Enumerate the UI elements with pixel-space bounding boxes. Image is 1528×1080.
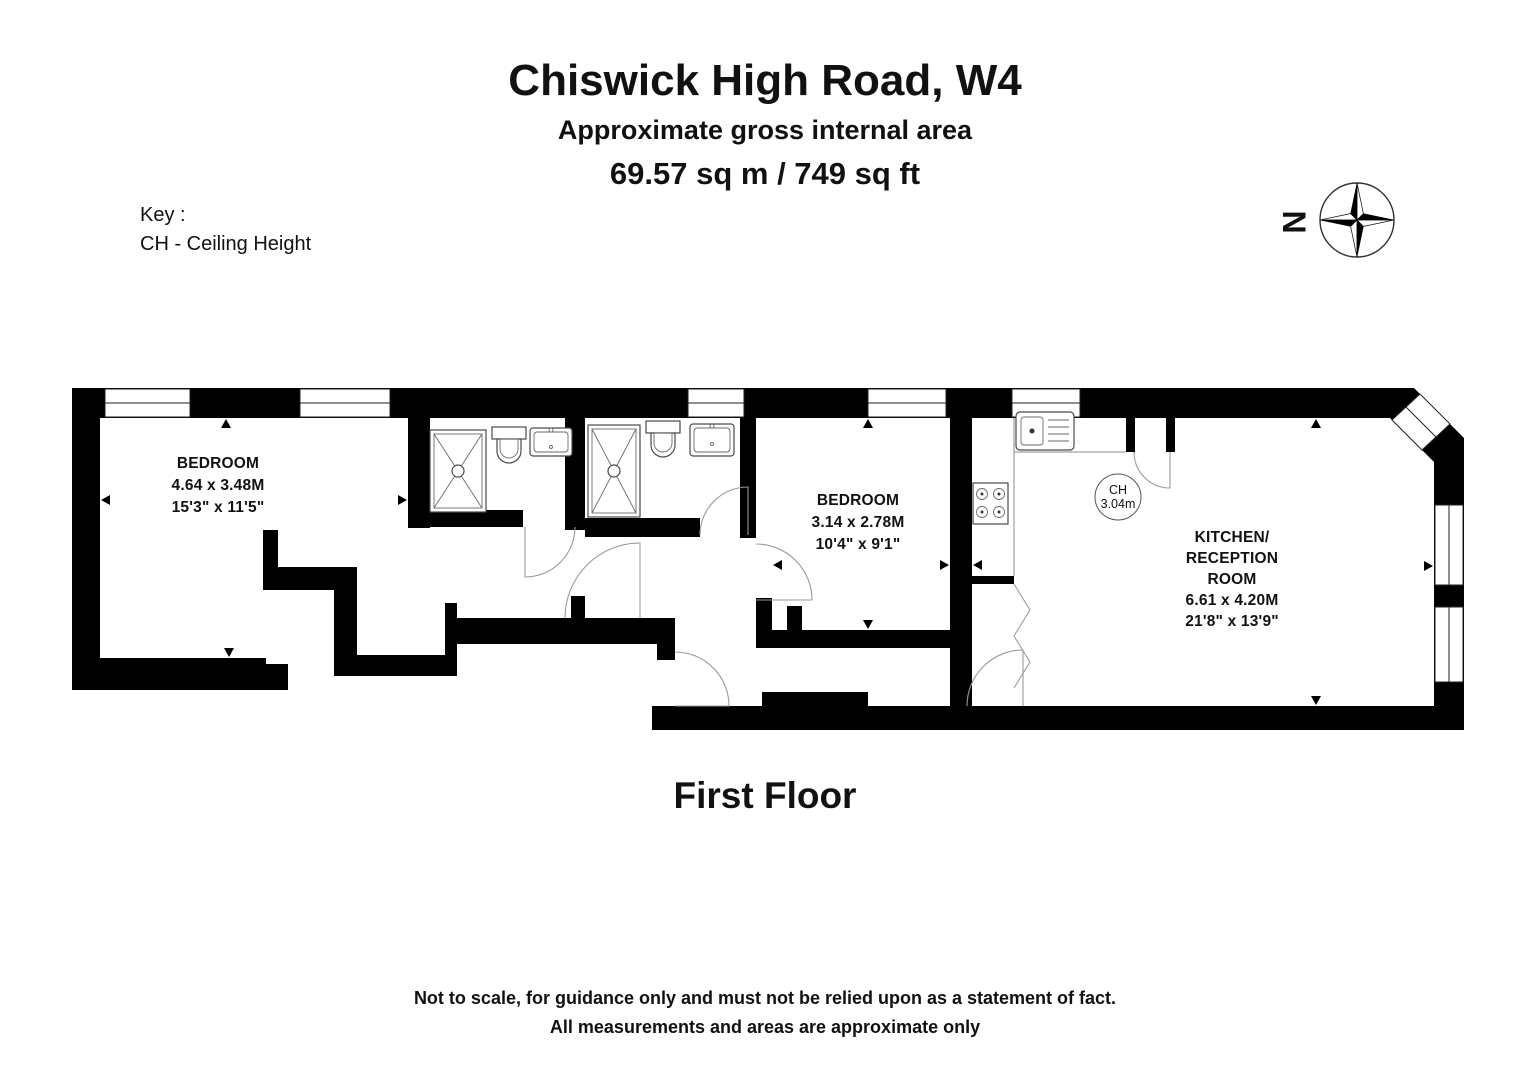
wall-segment	[772, 630, 965, 648]
arrow-left-icon	[101, 495, 110, 505]
window	[1391, 393, 1451, 451]
bedroom-1-label: BEDROOM 4.64 x 3.48M 15'3" x 11'5"	[172, 455, 265, 516]
wall-segment	[72, 388, 100, 690]
arrow-down-icon	[863, 620, 873, 629]
wall-segment	[408, 510, 523, 527]
door-arc	[674, 651, 730, 707]
wall-segment	[585, 518, 700, 537]
toilet	[645, 420, 681, 458]
shower-drain	[607, 464, 621, 478]
compass-north-label: N	[1276, 210, 1312, 233]
toilet	[491, 426, 527, 464]
key-label: Key :	[140, 204, 186, 226]
wall-segment	[657, 640, 675, 660]
door-arc	[524, 526, 576, 578]
door-arc	[755, 543, 813, 601]
ceiling-height-badge: CH 3.04m	[1094, 473, 1142, 521]
arrow-down-icon	[1311, 696, 1321, 705]
wall-segment	[263, 567, 357, 590]
arrow-up-icon	[863, 419, 873, 428]
header: Chiswick High Road, W4 Approximate gross…	[508, 56, 1022, 191]
bifold-door	[1013, 583, 1031, 689]
sink	[689, 423, 735, 457]
ch-circle	[1094, 473, 1142, 521]
wall-segment	[652, 706, 1464, 730]
measure-arrows	[101, 419, 1433, 705]
sink	[529, 427, 573, 457]
window	[867, 388, 947, 418]
page-subtitle: Approximate gross internal area	[558, 115, 973, 145]
wall-segment	[453, 618, 675, 644]
hob	[972, 482, 1009, 525]
floor-label: First Floor	[674, 775, 857, 816]
ch-abbr: CH	[1109, 483, 1127, 497]
wall-segment	[408, 418, 430, 528]
kitchen-sink	[1015, 411, 1075, 451]
arrow-left-icon	[773, 560, 782, 570]
arrow-up-icon	[221, 419, 231, 428]
room-name: BEDROOM	[817, 492, 899, 509]
disclaimer-line-2: All measurements and areas are approxima…	[550, 1017, 980, 1037]
page-title: Chiswick High Road, W4	[508, 56, 1022, 105]
arrow-down-icon	[224, 648, 234, 657]
door-arc	[699, 486, 749, 536]
arrow-right-icon	[940, 560, 949, 570]
wall-segment	[756, 598, 772, 648]
arrow-left-icon	[973, 560, 982, 570]
shower-room-1-fixtures	[429, 426, 573, 513]
wall-segment	[266, 664, 288, 690]
disclaimer-line-1: Not to scale, for guidance only and must…	[414, 988, 1116, 1008]
key-ceiling-height: CH - Ceiling Height	[140, 233, 312, 255]
room-name: KITCHEN/	[1195, 529, 1270, 546]
kitchen-fixtures	[972, 411, 1126, 576]
compass-icon: N	[1276, 182, 1395, 258]
ch-value: 3.04m	[1101, 497, 1136, 511]
room-name: BEDROOM	[177, 455, 259, 472]
wall-segment	[972, 576, 1014, 584]
room-dim-imperial: 10'4" x 9'1"	[816, 536, 901, 553]
wall-segment	[72, 658, 266, 690]
arrow-up-icon	[1311, 419, 1321, 428]
wall-segment	[445, 603, 457, 658]
footer-disclaimer: Not to scale, for guidance only and must…	[414, 988, 1116, 1037]
wall-segment	[787, 606, 802, 632]
door-arc	[564, 542, 641, 619]
room-name: ROOM	[1207, 571, 1256, 588]
shower-room-2-fixtures	[587, 420, 735, 518]
wall-segment	[334, 586, 357, 676]
window	[104, 388, 191, 418]
wall-segment	[571, 596, 585, 618]
arrow-right-icon	[398, 495, 407, 505]
room-dim-metric: 3.14 x 2.78M	[812, 514, 905, 531]
arrow-right-icon	[1424, 561, 1433, 571]
window	[1434, 606, 1464, 683]
window	[687, 388, 745, 418]
room-name: RECEPTION	[1186, 550, 1278, 567]
wall-segment	[740, 418, 756, 538]
window	[299, 388, 391, 418]
shower-drain	[451, 464, 465, 478]
door-arc	[966, 649, 1024, 707]
bedroom-2-label: BEDROOM 3.14 x 2.78M 10'4" x 9'1"	[812, 492, 905, 553]
wall-segment	[762, 692, 868, 706]
window	[1434, 504, 1464, 586]
door-arcs	[524, 451, 1171, 707]
key-legend: Key : CH - Ceiling Height	[140, 204, 312, 255]
wall-segment	[950, 418, 972, 708]
room-dim-imperial: 21'8" x 13'9"	[1185, 613, 1279, 630]
room-dim-metric: 4.64 x 3.48M	[172, 477, 265, 494]
wall-segment	[1126, 418, 1135, 452]
gross-area-value: 69.57 sq m / 749 sq ft	[610, 156, 920, 191]
room-dim-metric: 6.61 x 4.20M	[1186, 592, 1279, 609]
room-dim-imperial: 15'3" x 11'5"	[172, 499, 265, 516]
kitchen-reception-label: KITCHEN/ RECEPTION ROOM 6.61 x 4.20M 21'…	[1185, 529, 1279, 630]
windows	[104, 388, 1464, 683]
door-arc	[1133, 451, 1171, 489]
wall-segment	[334, 655, 457, 676]
wall-segment	[1166, 418, 1175, 452]
